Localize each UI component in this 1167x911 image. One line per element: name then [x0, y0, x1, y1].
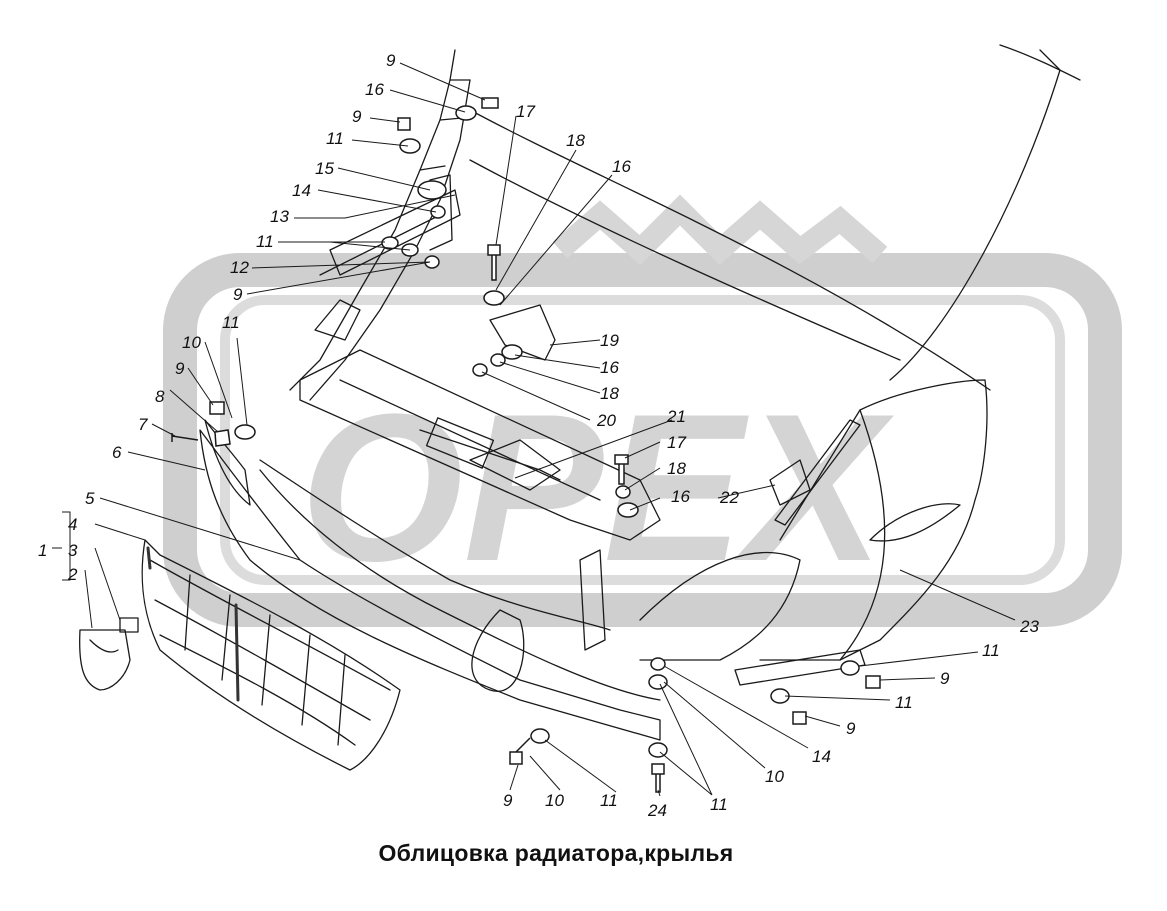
callout-3: 3: [68, 541, 78, 560]
front-panel-5: [199, 429, 661, 741]
washer-11-left: [234, 424, 256, 440]
callout-9-mid: 9: [233, 285, 243, 304]
washer-11-right-a: [840, 660, 860, 676]
callout-5: 5: [85, 489, 95, 508]
callout-15: 15: [315, 159, 334, 178]
bolt-9-right-a: [865, 675, 881, 689]
callout-22: 22: [719, 488, 739, 507]
callout-11-mid: 11: [256, 232, 274, 251]
washer-15: [417, 180, 447, 200]
fasteners: [171, 97, 881, 793]
callout-14-bottom: 14: [812, 747, 831, 766]
callout-13: 13: [270, 207, 289, 226]
clip-8: [214, 429, 231, 447]
bolt-9-left: [209, 401, 225, 415]
callout-14-upper: 14: [292, 181, 311, 200]
washer-16-right: [617, 502, 639, 518]
bolt-9-upper: [397, 117, 411, 131]
emblem-2: [79, 629, 131, 691]
callout-10-bottom: 10: [545, 791, 564, 810]
bolt-9-top: [481, 97, 499, 109]
washer-11-top: [399, 138, 421, 154]
callout-16-top: 16: [365, 80, 384, 99]
callout-21: 21: [666, 407, 686, 426]
radiator-support-crossmember: [299, 349, 661, 541]
bolt-9-right-b: [792, 711, 807, 725]
leader-lines: [52, 62, 1016, 797]
washer-11-bottom-a: [530, 728, 550, 744]
washer-11-a: [381, 236, 399, 250]
radiator-grille-4: [141, 539, 401, 771]
nut-14: [430, 205, 446, 219]
callout-9-bottom: 9: [503, 791, 513, 810]
callout-16-mid: 16: [600, 358, 619, 377]
callout-9-right-b: 9: [846, 719, 856, 738]
callout-12: 12: [230, 258, 249, 277]
nut-18-b: [490, 353, 506, 367]
callout-11-bottom: 11: [600, 791, 618, 810]
callout-19: 19: [600, 331, 619, 350]
washer-16-top: [455, 105, 477, 121]
callout-24: 24: [647, 801, 667, 820]
hood-edge: [469, 109, 991, 391]
watermark-logo: OPEX: [163, 194, 1122, 627]
diagram-caption: Облицовка радиатора,крылья: [378, 840, 734, 866]
callout-11-right-b: 11: [895, 693, 913, 712]
callout-2: 2: [67, 565, 78, 584]
side-panel-13: [289, 49, 456, 391]
bolt-9-bottom: [509, 737, 531, 765]
bolt-24: [651, 763, 665, 793]
callout-4: 4: [68, 515, 77, 534]
callout-17-right: 17: [667, 433, 686, 452]
washer-16-mid: [483, 290, 505, 306]
callout-9-upper: 9: [352, 107, 362, 126]
callout-1: 1: [38, 541, 47, 560]
callout-11-upper: 11: [326, 129, 344, 148]
callout-23: 23: [1019, 617, 1039, 636]
bolt-17-right: [614, 454, 629, 485]
nut-14-bottom: [650, 657, 666, 671]
watermark-text: OPEX: [300, 370, 894, 605]
fender-right-23: [759, 379, 988, 661]
callout-labels: 1 2 3 4 5 6 7 8 9 10 11 9 16 9 11 15 14 …: [38, 51, 1039, 820]
callout-18-top: 18: [566, 131, 585, 150]
callout-10-left: 10: [182, 333, 201, 352]
badge-3: [119, 617, 139, 633]
callout-10-bottom-right: 10: [765, 767, 784, 786]
callout-9-left: 9: [175, 359, 185, 378]
callout-16-right: 16: [671, 487, 690, 506]
callout-9-right-a: 9: [940, 669, 950, 688]
callout-18-mid: 18: [600, 384, 619, 403]
nut-20: [472, 363, 488, 377]
callout-18-right: 18: [667, 459, 686, 478]
callout-11-right-a: 11: [982, 641, 1000, 660]
callout-11-bottom-right: 11: [710, 795, 728, 814]
callout-17-top: 17: [516, 102, 535, 121]
callout-20: 20: [596, 411, 616, 430]
callout-8: 8: [155, 387, 165, 406]
washer-16-b: [501, 344, 523, 360]
callout-6: 6: [112, 443, 122, 462]
washer-11-bottom-b: [648, 674, 668, 690]
parts-drawing: [79, 44, 1081, 771]
callout-7: 7: [138, 415, 148, 434]
callout-16-right-top: 16: [612, 157, 631, 176]
callout-11-left: 11: [222, 313, 240, 332]
washer-11-bottom-c: [648, 742, 668, 758]
callout-9-top: 9: [386, 51, 396, 70]
